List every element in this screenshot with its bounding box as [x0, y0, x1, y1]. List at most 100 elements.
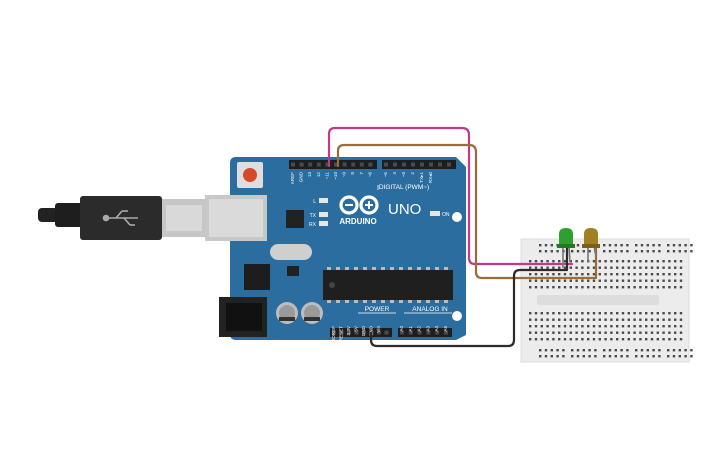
- breadboard-hole[interactable]: [592, 325, 596, 328]
- breadboard-hole[interactable]: [563, 286, 567, 289]
- breadboard-hole[interactable]: [668, 338, 671, 341]
- breadboard-hole[interactable]: [529, 338, 532, 341]
- breadboard-hole[interactable]: [667, 244, 670, 247]
- breadboard-hole[interactable]: [662, 286, 665, 289]
- breadboard-hole[interactable]: [587, 279, 590, 282]
- breadboard-hole[interactable]: [544, 250, 548, 253]
- breadboard-hole[interactable]: [529, 331, 532, 334]
- breadboard-hole[interactable]: [690, 250, 693, 253]
- breadboard-hole[interactable]: [592, 318, 596, 321]
- breadboard-hole[interactable]: [626, 250, 629, 253]
- breadboard-hole[interactable]: [552, 286, 555, 289]
- breadboard-hole[interactable]: [529, 312, 532, 315]
- breadboard-hole[interactable]: [650, 260, 654, 263]
- breadboard-hole[interactable]: [575, 286, 578, 289]
- breadboard-hole[interactable]: [627, 331, 630, 334]
- reset-button-cap[interactable]: [243, 168, 257, 182]
- breadboard-hole[interactable]: [672, 349, 676, 352]
- breadboard-hole[interactable]: [620, 349, 623, 352]
- breadboard-hole[interactable]: [679, 318, 683, 321]
- breadboard-hole[interactable]: [690, 244, 693, 247]
- breadboard-hole[interactable]: [604, 260, 607, 263]
- breadboard-hole[interactable]: [546, 325, 549, 328]
- breadboard-hole[interactable]: [639, 338, 642, 341]
- breadboard-hole[interactable]: [627, 273, 630, 276]
- breadboard-hole[interactable]: [674, 279, 677, 282]
- breadboard-hole[interactable]: [608, 250, 612, 253]
- header-hole[interactable]: [402, 162, 406, 167]
- breadboard-hole[interactable]: [621, 260, 625, 263]
- breadboard-hole[interactable]: [616, 260, 619, 263]
- breadboard-hole[interactable]: [610, 266, 613, 269]
- breadboard-hole[interactable]: [656, 312, 659, 315]
- breadboard-hole[interactable]: [604, 286, 607, 289]
- breadboard-hole[interactable]: [558, 318, 561, 321]
- breadboard-hole[interactable]: [646, 250, 649, 253]
- breadboard-hole[interactable]: [546, 331, 549, 334]
- breadboard-hole[interactable]: [575, 312, 578, 315]
- breadboard-hole[interactable]: [576, 349, 580, 352]
- breadboard-hole[interactable]: [575, 273, 578, 276]
- breadboard-hole[interactable]: [621, 312, 625, 315]
- breadboard-hole[interactable]: [563, 331, 567, 334]
- breadboard-hole[interactable]: [650, 338, 654, 341]
- header-hole[interactable]: [342, 162, 347, 167]
- breadboard-hole[interactable]: [552, 331, 555, 334]
- breadboard-hole[interactable]: [592, 279, 596, 282]
- header-hole[interactable]: [334, 162, 338, 167]
- breadboard-hole[interactable]: [621, 286, 625, 289]
- breadboard-hole[interactable]: [608, 355, 612, 358]
- breadboard-hole[interactable]: [603, 250, 606, 253]
- breadboard-hole[interactable]: [662, 260, 665, 263]
- breadboard-hole[interactable]: [563, 279, 567, 282]
- breadboard-hole[interactable]: [639, 279, 642, 282]
- breadboard-hole[interactable]: [656, 279, 659, 282]
- breadboard-hole[interactable]: [569, 312, 572, 315]
- breadboard-hole[interactable]: [529, 286, 532, 289]
- breadboard-hole[interactable]: [592, 338, 596, 341]
- breadboard-hole[interactable]: [662, 279, 665, 282]
- breadboard-hole[interactable]: [569, 260, 572, 263]
- breadboard-hole[interactable]: [662, 338, 665, 341]
- breadboard-hole[interactable]: [639, 325, 642, 328]
- header-hole[interactable]: [447, 162, 451, 167]
- breadboard-hole[interactable]: [662, 318, 665, 321]
- breadboard-hole[interactable]: [674, 338, 677, 341]
- breadboard-hole[interactable]: [652, 349, 655, 352]
- breadboard-hole[interactable]: [604, 331, 607, 334]
- breadboard-hole[interactable]: [556, 250, 559, 253]
- breadboard-hole[interactable]: [592, 286, 596, 289]
- breadboard-hole[interactable]: [581, 286, 584, 289]
- breadboard-hole[interactable]: [594, 355, 597, 358]
- wire-black-gnd[interactable]: [369, 246, 569, 348]
- header-hole[interactable]: [354, 330, 359, 335]
- breadboard-hole[interactable]: [679, 286, 683, 289]
- breadboard-hole[interactable]: [646, 355, 649, 358]
- breadboard-hole[interactable]: [668, 312, 671, 315]
- header-hole[interactable]: [308, 162, 313, 167]
- breadboard-hole[interactable]: [650, 286, 654, 289]
- header-hole[interactable]: [325, 162, 330, 167]
- header-hole[interactable]: [400, 330, 404, 335]
- breadboard-hole[interactable]: [558, 286, 561, 289]
- breadboard-hole[interactable]: [592, 331, 596, 334]
- breadboard-hole[interactable]: [616, 318, 619, 321]
- breadboard-hole[interactable]: [592, 266, 596, 269]
- breadboard-hole[interactable]: [650, 325, 654, 328]
- breadboard-hole[interactable]: [614, 244, 617, 247]
- breadboard-hole[interactable]: [616, 286, 619, 289]
- breadboard-hole[interactable]: [610, 318, 613, 321]
- header-hole[interactable]: [444, 330, 448, 335]
- breadboard-hole[interactable]: [635, 355, 638, 358]
- breadboard-hole[interactable]: [562, 355, 565, 358]
- breadboard-hole[interactable]: [672, 355, 676, 358]
- breadboard-hole[interactable]: [598, 260, 601, 263]
- breadboard-hole[interactable]: [656, 266, 659, 269]
- wire-brown-pin12[interactable]: [336, 143, 598, 280]
- breadboard-hole[interactable]: [674, 331, 677, 334]
- breadboard-hole[interactable]: [627, 312, 630, 315]
- breadboard-hole[interactable]: [668, 273, 671, 276]
- breadboard-hole[interactable]: [544, 349, 548, 352]
- breadboard-hole[interactable]: [569, 266, 572, 269]
- breadboard-hole[interactable]: [690, 355, 693, 358]
